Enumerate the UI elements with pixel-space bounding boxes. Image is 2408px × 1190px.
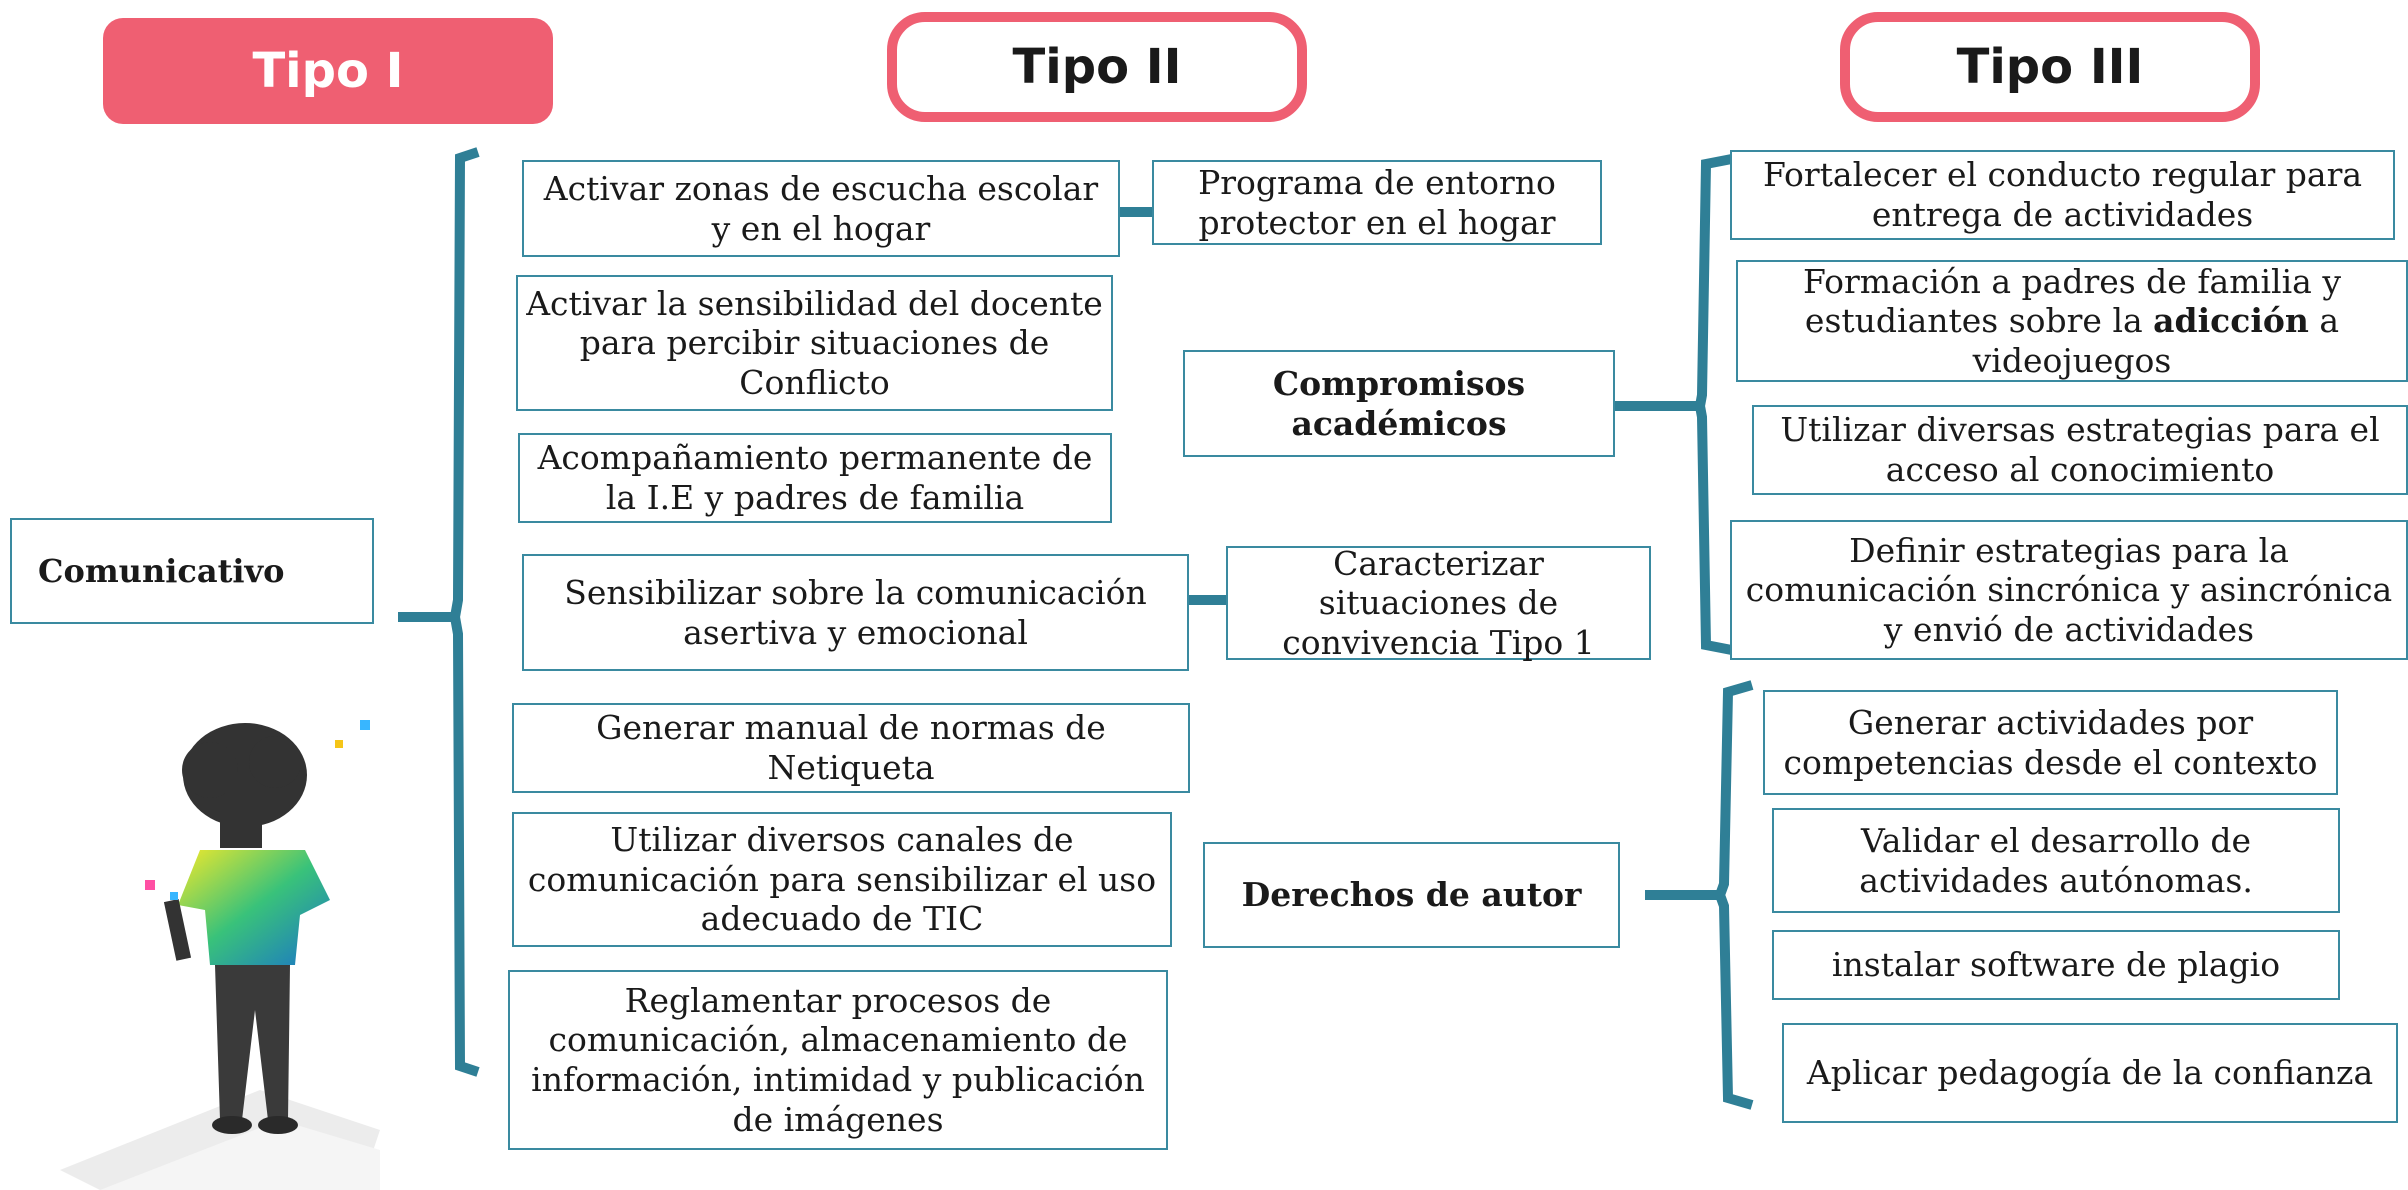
tipo2-item: Activar la sensibilidad del docente para… (516, 275, 1113, 411)
formacion-text-bold: adicción (2153, 301, 2309, 341)
derechos-item: Validar el desarrollo de actividades aut… (1772, 808, 2340, 913)
derechos-item: instalar software de plagio (1772, 930, 2340, 1000)
root-node-comunicativo: Comunicativo (10, 518, 374, 624)
compromisos-item: Definir estrategias para la comunicación… (1730, 520, 2408, 660)
tipo2-item: Generar manual de normas de Netiqueta (512, 703, 1190, 793)
formacion-item-text: Formación a padres de familia y estudian… (1746, 262, 2398, 381)
tipo2-item: Reglamentar procesos de comunicación, al… (508, 970, 1168, 1150)
compromisos-item: Utilizar diversas estrategias para el ac… (1752, 405, 2408, 495)
formacion-text-after: a videojuegos (1972, 301, 2340, 380)
header-tipo-ii: Tipo II (887, 12, 1307, 122)
tipo2-item: Acompañamiento permanente de la I.E y pa… (518, 433, 1112, 523)
derechos-item: Generar actividades por competencias des… (1763, 690, 2338, 795)
derechos-bracket (1714, 680, 1754, 1110)
compromisos-academicos-node: Compromisos académicos (1183, 350, 1615, 457)
derechos-de-autor-node: Derechos de autor (1203, 842, 1620, 948)
tipo2-bracket (449, 147, 480, 1077)
header-tipo-i: Tipo I (103, 18, 553, 124)
compromisos-bracket (1694, 152, 1743, 657)
derechos-item: Aplicar pedagogía de la confianza (1782, 1023, 2398, 1123)
person-illustration (60, 720, 380, 1190)
programa-entorno-box: Programa de entorno protector en el hoga… (1152, 160, 1602, 245)
header-tipo-iii: Tipo III (1840, 12, 2260, 122)
formacion-text-before: Formación a padres de familia y estudian… (1803, 261, 2341, 341)
tipo2-item: Utilizar diversos canales de comunicació… (512, 812, 1172, 947)
compromisos-item: Fortalecer el conducto regular para entr… (1730, 150, 2395, 240)
tipo2-item: Sensibilizar sobre la comunicación asert… (522, 554, 1189, 671)
caracterizar-box: Caracterizar situaciones de convivencia … (1226, 544, 1651, 662)
compromisos-item: Formación a padres de familia y estudian… (1736, 260, 2408, 382)
tipo2-item: Activar zonas de escucha escolar y en el… (522, 160, 1120, 257)
